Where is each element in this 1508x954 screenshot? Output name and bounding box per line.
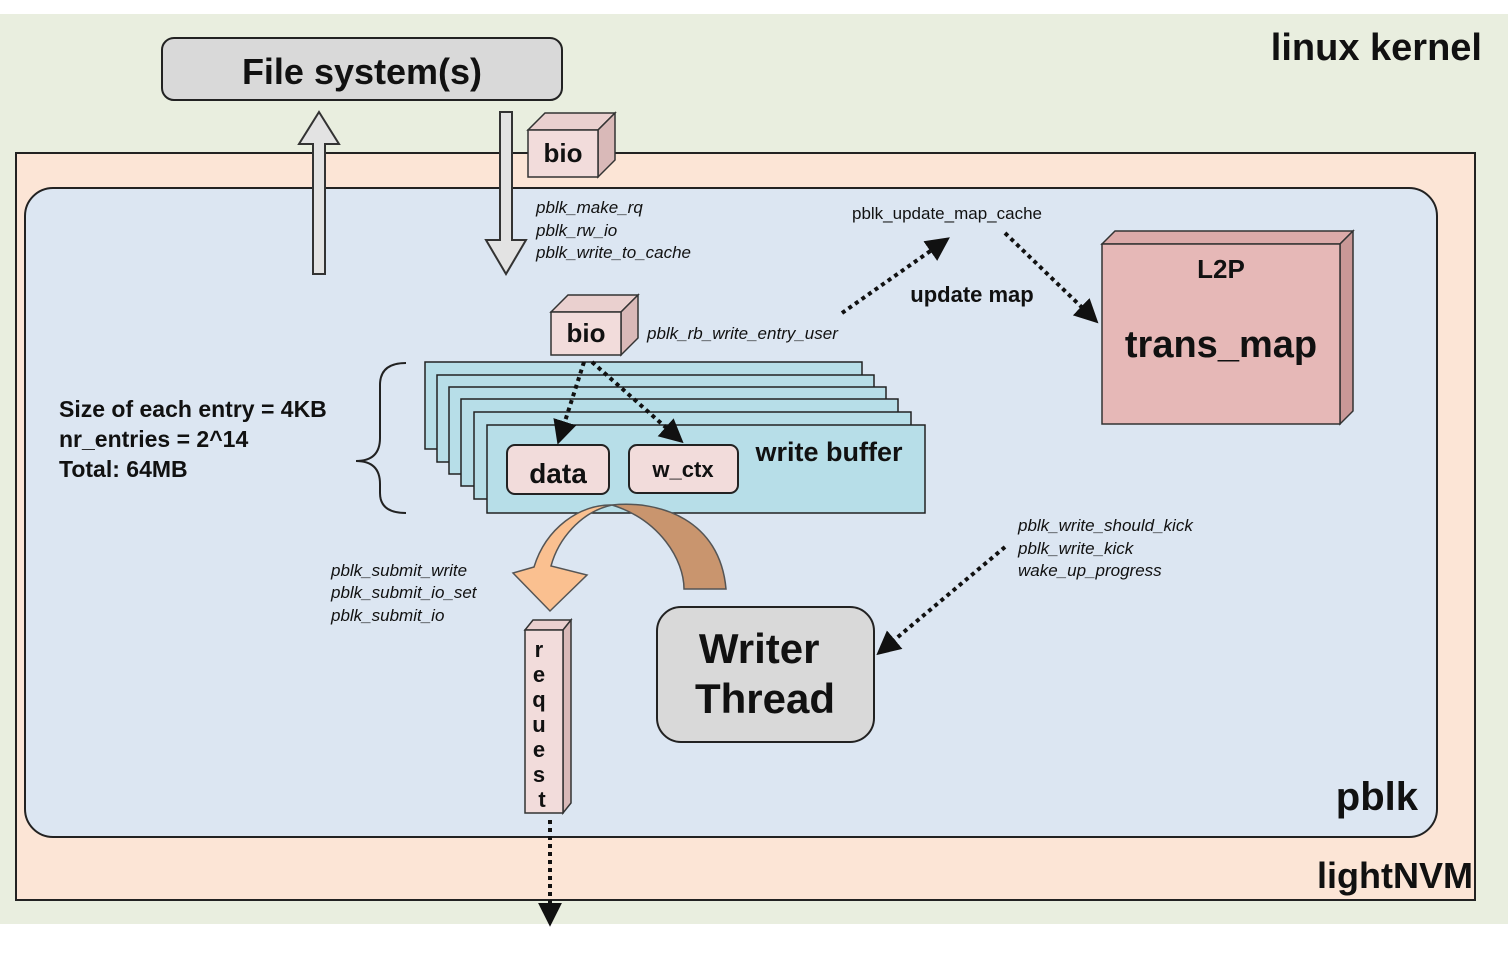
data-label: data (529, 458, 587, 489)
bio-to-data-arrow (553, 361, 586, 445)
data-box (506, 444, 610, 495)
l2p-trans-map-box: L2P trans_map (1100, 229, 1355, 426)
request-letter: q (532, 687, 545, 712)
request-label: r e q u e s t (532, 637, 552, 812)
fn-rw-io: pblk_rw_io (535, 221, 617, 240)
writer-thread-label: Writer Thread (695, 625, 835, 722)
writer-thread-box (656, 606, 875, 743)
submit-function-list: pblk_submit_write pblk_submit_io_set pbl… (330, 561, 481, 625)
entry-size-text: Size of each entry = 4KB (59, 396, 327, 422)
curly-brace-icon (355, 362, 407, 514)
fn-submit-write: pblk_submit_write (330, 561, 467, 580)
request-letter: r (535, 637, 544, 662)
bio-top-label: bio (544, 138, 583, 168)
orange-curved-arrow-icon (511, 504, 613, 613)
writer-thread-line-2: Thread (695, 675, 835, 722)
w-ctx-label: w_ctx (651, 457, 714, 482)
up-arrow-icon (297, 110, 341, 275)
make-rq-function-list: pblk_make_rq pblk_rw_io pblk_write_to_ca… (535, 198, 691, 262)
update-map-arrow-down (1003, 231, 1099, 324)
request-column: r e q u e s t (523, 617, 573, 816)
total-size-text: Total: 64MB (59, 456, 188, 482)
request-letter: e (533, 737, 545, 762)
write-buffer-label: write buffer (754, 437, 903, 467)
kick-function-list: pblk_write_should_kick pblk_write_kick w… (1017, 516, 1198, 580)
request-letter: t (538, 787, 546, 812)
update-map-cache-label: pblk_update_map_cache (852, 204, 1042, 223)
file-system-label: File system(s) (242, 51, 482, 92)
update-map-arrow-up (840, 237, 950, 315)
lightnvm-label: lightNVM (1317, 855, 1473, 896)
fn-make-rq: pblk_make_rq (535, 198, 643, 217)
w-ctx-box (628, 444, 739, 494)
rb-write-entry-label: pblk_rb_write_entry_user (646, 324, 839, 343)
bio-to-wctx-arrow (590, 360, 684, 444)
fn-write-kick: pblk_write_kick (1017, 539, 1135, 558)
fn-wake-up-progress: wake_up_progress (1018, 561, 1162, 580)
bio-mid-cube: bio (549, 293, 640, 357)
pblk-label: pblk (1336, 775, 1419, 819)
file-system-box (161, 37, 563, 101)
brown-curved-arrow-icon (611, 503, 727, 590)
linux-kernel-label: linux kernel (1271, 27, 1482, 69)
write-buffer-stack: data w_ctx write buffer (424, 361, 926, 514)
fn-write-should-kick: pblk_write_should_kick (1017, 516, 1194, 535)
nr-entries-text: nr_entries = 2^14 (59, 426, 248, 452)
fn-submit-io: pblk_submit_io (330, 606, 444, 625)
trans-map-label: trans_map (1125, 324, 1317, 366)
request-letter: u (532, 712, 545, 737)
fn-submit-io-set: pblk_submit_io_set (330, 583, 478, 602)
request-letter: s (533, 762, 545, 787)
fn-write-to-cache: pblk_write_to_cache (535, 243, 691, 262)
bio-top-cube: bio (526, 111, 617, 179)
kick-arrow (876, 545, 1007, 656)
writer-thread-line-1: Writer (699, 625, 820, 672)
l2p-title: L2P (1197, 254, 1245, 284)
buffer-info: Size of each entry = 4KB nr_entries = 2^… (59, 396, 333, 482)
update-map-label: update map (910, 282, 1033, 307)
request-letter: e (533, 662, 545, 687)
down-arrow-icon (484, 111, 528, 276)
bio-mid-label: bio (567, 318, 606, 348)
